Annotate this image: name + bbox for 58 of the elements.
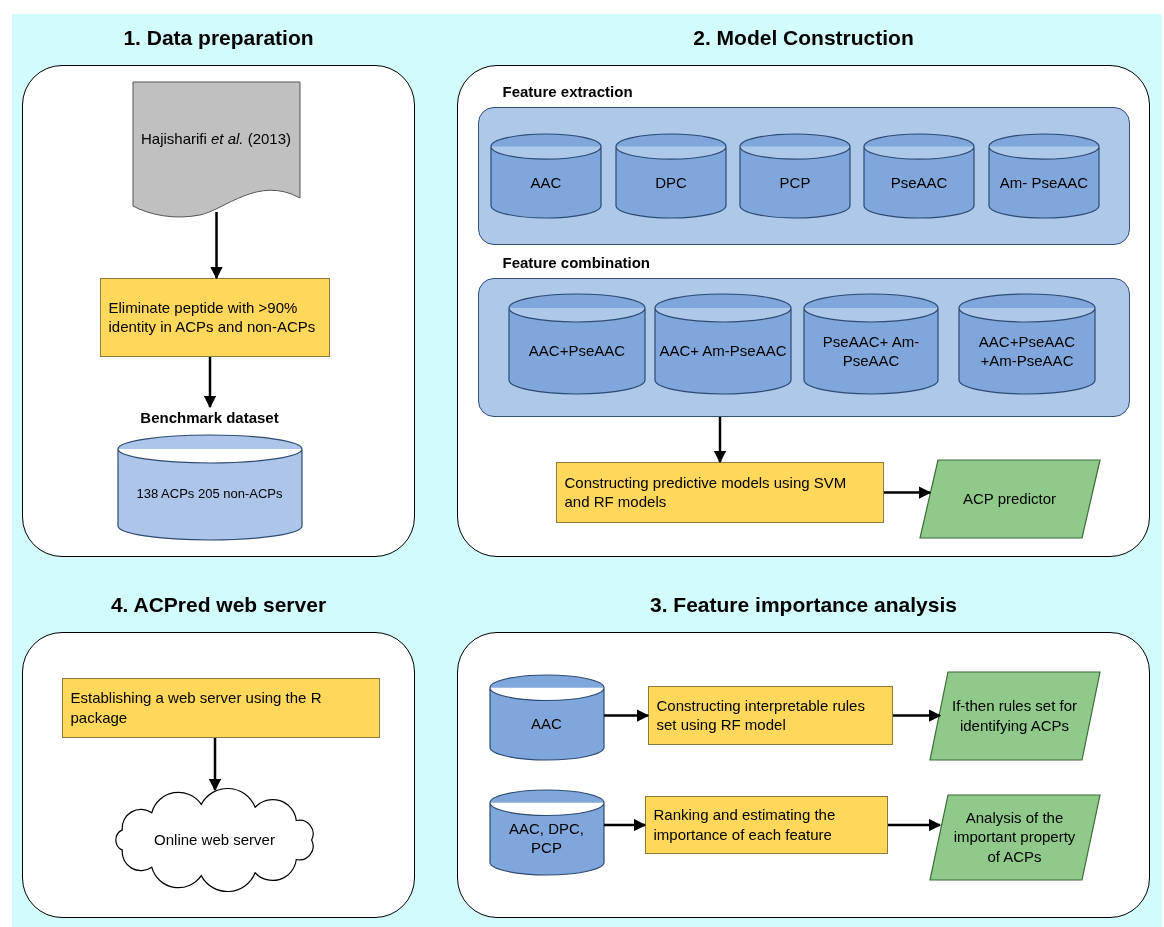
node-label: AAC bbox=[530, 172, 562, 193]
process-box bbox=[644, 795, 888, 854]
database-cylinder bbox=[655, 294, 791, 394]
node-label: Constructing interpretable rules set using RF model bbox=[656, 695, 866, 735]
node-label: Eliminate peptide with >90% identity in ACPs and non-ACPs bbox=[108, 297, 317, 337]
database-cylinder bbox=[509, 294, 645, 394]
node-label: DPC bbox=[655, 172, 687, 193]
arrow bbox=[208, 738, 222, 792]
process-box bbox=[647, 685, 893, 745]
node-label: PCP bbox=[779, 172, 811, 193]
heading: 2. Model Construction bbox=[692, 26, 915, 50]
node-label: Online web server bbox=[154, 829, 275, 850]
database-cylinder bbox=[740, 134, 850, 218]
process-box bbox=[99, 277, 330, 357]
node-label: AAC, DPC, PCP bbox=[508, 818, 585, 858]
node-label: Analysis of the important property of ACPs bbox=[952, 807, 1077, 867]
database-cylinder bbox=[989, 134, 1099, 218]
arrow bbox=[884, 486, 932, 499]
database-cylinder bbox=[864, 134, 974, 218]
heading: 1. Data preparation bbox=[122, 26, 315, 50]
database-cylinder bbox=[489, 674, 604, 760]
arrow bbox=[888, 818, 942, 832]
output-parallelogram bbox=[929, 794, 1100, 880]
heading: Benchmark dataset bbox=[139, 408, 280, 426]
node-label: PseAAC bbox=[890, 172, 948, 193]
database-cylinder bbox=[489, 789, 604, 875]
node-label: 138 ACPs 205 non-ACPs bbox=[136, 485, 283, 503]
node-label: Hajisharifi et al. (2013) bbox=[140, 128, 292, 149]
node-label: ACP predictor bbox=[962, 488, 1057, 509]
node-label: Constructing predictive models using SVM and RF models bbox=[564, 472, 848, 512]
heading: Feature combination bbox=[502, 253, 651, 271]
heading: 4. ACPred web server bbox=[109, 593, 328, 617]
document-shape bbox=[132, 81, 300, 220]
database-cylinder bbox=[804, 294, 938, 394]
database-cylinder bbox=[959, 294, 1095, 394]
arrow bbox=[604, 818, 647, 832]
node-label: Ranking and estimating the importance of each feature bbox=[653, 805, 837, 844]
process-box bbox=[555, 461, 884, 523]
node-label: AAC+ Am-PseAAC bbox=[659, 341, 787, 361]
database-cylinder bbox=[616, 134, 726, 218]
output-parallelogram bbox=[929, 671, 1100, 760]
heading: Feature extraction bbox=[502, 82, 633, 100]
arrow bbox=[203, 357, 217, 409]
arrow bbox=[604, 709, 650, 722]
arrow bbox=[713, 417, 727, 464]
node-label: AAC+PseAAC bbox=[528, 341, 626, 361]
node-label: Establishing a web server using the R package bbox=[70, 688, 323, 727]
node-label: AAC+PseAAC +Am-PseAAC bbox=[977, 331, 1077, 371]
process-box bbox=[61, 677, 380, 738]
node-label: AAC bbox=[531, 713, 562, 734]
database-cylinder bbox=[491, 134, 601, 218]
node-label: PseAAC+ Am-PseAAC bbox=[821, 331, 921, 371]
node-label: Am- PseAAC bbox=[999, 172, 1089, 193]
arrow bbox=[893, 709, 942, 722]
arrow bbox=[210, 212, 223, 280]
heading: 3. Feature importance analysis bbox=[649, 593, 958, 617]
node-label: If-then rules set for identifying ACPs bbox=[950, 696, 1079, 735]
output-parallelogram bbox=[919, 459, 1100, 538]
